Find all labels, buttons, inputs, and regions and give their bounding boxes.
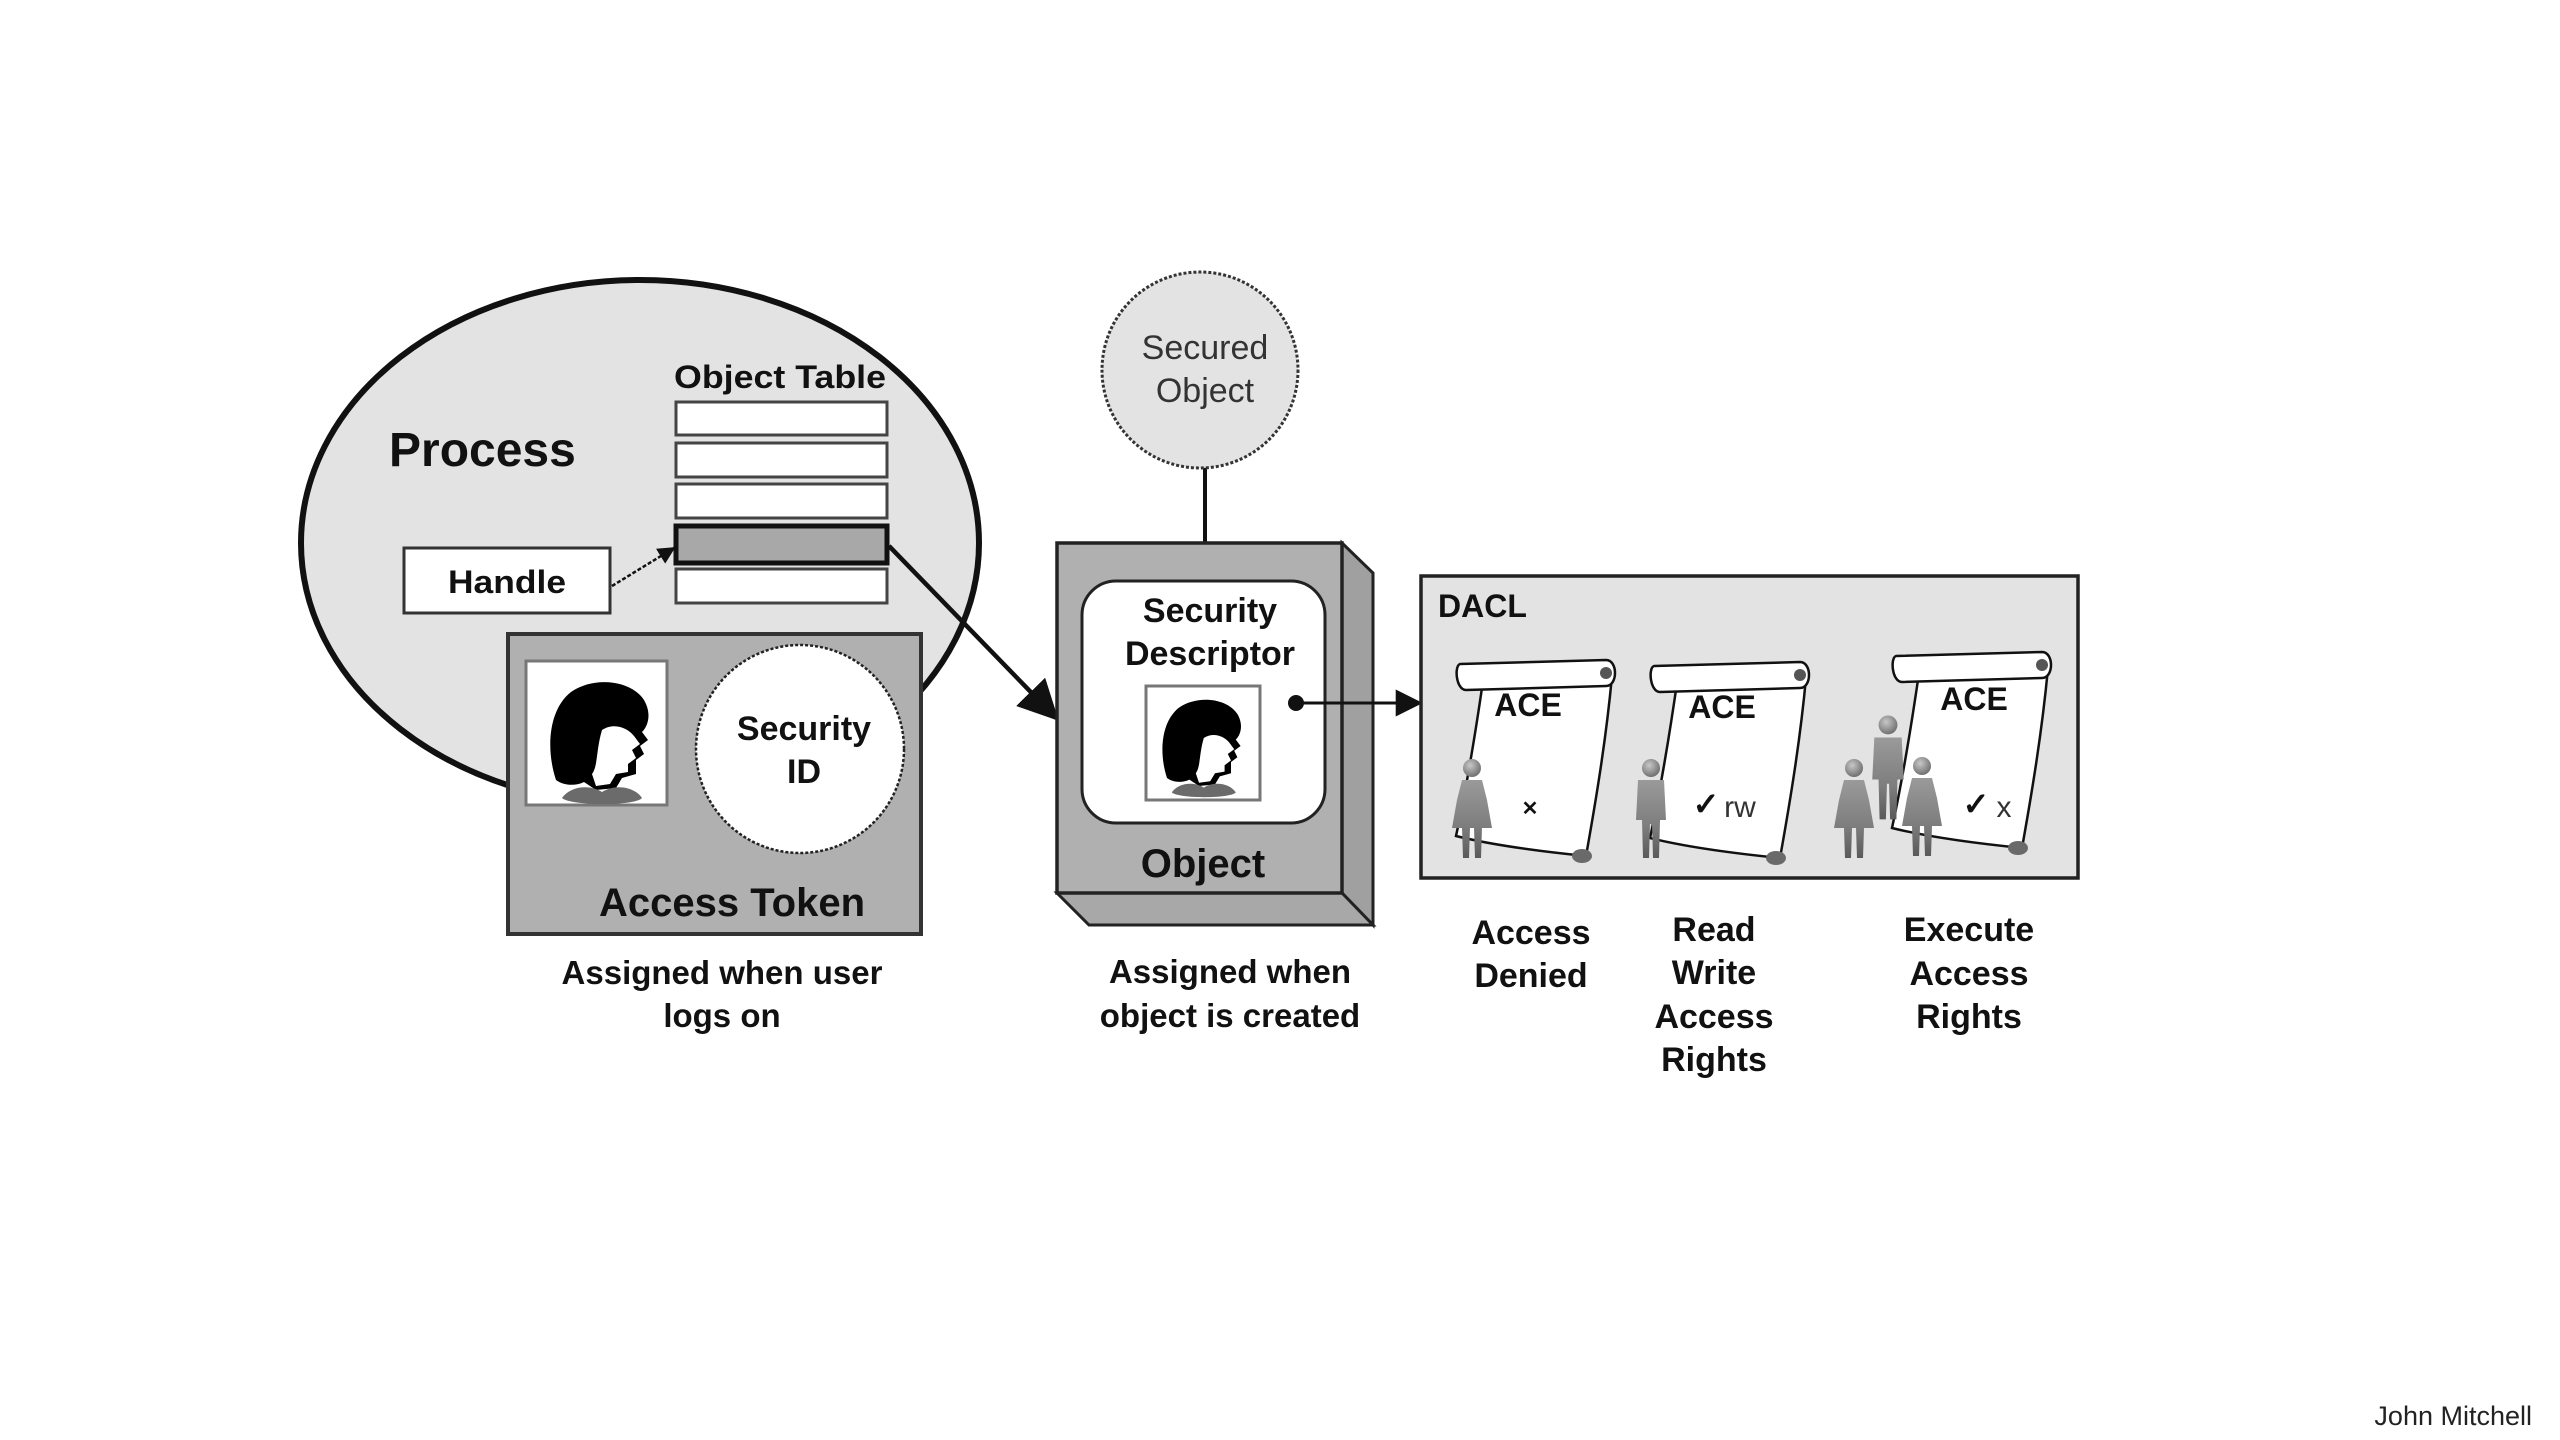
process-title: Process — [389, 424, 576, 477]
dacl-group: DACL ACE ✕ ACE ✓ rw ACE ✓ x — [1419, 574, 2080, 1079]
ace-label: ACE — [1688, 689, 1756, 725]
ace-caption: Execute Access Rights — [1904, 911, 2034, 1036]
security-descriptor-line2: Descriptor — [1125, 635, 1295, 673]
object-table-row-selected[interactable] — [673, 523, 890, 566]
security-id-line1: Security — [737, 710, 871, 748]
ace-entry[interactable]: ACE ✓ x — [1834, 650, 2053, 858]
object-caption-line2: object is created — [1100, 997, 1360, 1034]
table-to-object-arrow — [887, 544, 1059, 721]
object-table-row[interactable] — [674, 441, 889, 479]
security-id-line2: ID — [787, 753, 821, 791]
access-token-caption-line1: Assigned when user — [562, 954, 883, 991]
ace-mark-text: rw — [1724, 791, 1756, 824]
security-id-circle[interactable] — [694, 643, 906, 855]
ace-caption-line: Write — [1672, 954, 1756, 992]
ace-caption-line: Access — [1471, 914, 1590, 952]
ace-mark-text: x — [1997, 791, 2012, 824]
handle-arrow — [611, 546, 676, 588]
object-caption-line1: Assigned when — [1109, 953, 1351, 990]
object-title: Object — [1141, 842, 1265, 886]
ace-caption: Read Write Access Rights — [1654, 911, 1773, 1079]
ace-label: ACE — [1494, 687, 1562, 723]
ace-caption: Access Denied — [1471, 914, 1590, 995]
object-table-row[interactable] — [674, 400, 889, 437]
handle-label: Handle — [448, 564, 566, 600]
secured-object-line2: Object — [1156, 372, 1255, 410]
access-token-group: Security ID Access Token Assigned when u… — [506, 632, 923, 1034]
ace-mark: ✓ — [1963, 786, 1990, 822]
object-table-row[interactable] — [674, 567, 889, 605]
dacl-title: DACL — [1438, 588, 1527, 624]
ace-caption-line: Access — [1654, 998, 1773, 1036]
object-box-bottom — [1053, 891, 1377, 927]
access-token-caption-line2: logs on — [663, 997, 780, 1034]
ace-caption-line: Rights — [1661, 1041, 1767, 1079]
secured-object-line1: Secured — [1142, 329, 1269, 367]
ace-mark: ✕ — [1522, 798, 1539, 820]
process-group: Process Object Table Handle — [298, 277, 982, 809]
ace-entry[interactable]: ACE ✕ — [1452, 658, 1617, 865]
handle-box[interactable] — [402, 546, 612, 615]
object-table-label: Object Table — [674, 359, 886, 395]
ace-caption-line: Read — [1672, 911, 1755, 949]
ace-caption-line: Denied — [1474, 957, 1587, 995]
secured-object-group: Secured Object — [1100, 270, 1300, 543]
ace-entry[interactable]: ACE ✓ rw — [1636, 660, 1811, 867]
object-table-row[interactable] — [674, 482, 889, 520]
object-box-side — [1340, 539, 1375, 929]
security-descriptor-line1: Security — [1143, 592, 1277, 630]
secured-object-circle[interactable] — [1100, 270, 1300, 470]
ace-caption-line: Access — [1909, 955, 2028, 993]
object-group: Security Descriptor Object Assigned when… — [1053, 539, 1423, 1034]
access-token-title: Access Token — [599, 881, 865, 925]
object-table — [673, 400, 890, 605]
ace-mark: ✓ — [1693, 786, 1720, 822]
author-footer: John Mitchell — [2374, 1401, 2532, 1431]
ace-label: ACE — [1940, 681, 2008, 717]
ace-caption-line: Execute — [1904, 911, 2034, 949]
ace-caption-line: Rights — [1916, 998, 2022, 1036]
